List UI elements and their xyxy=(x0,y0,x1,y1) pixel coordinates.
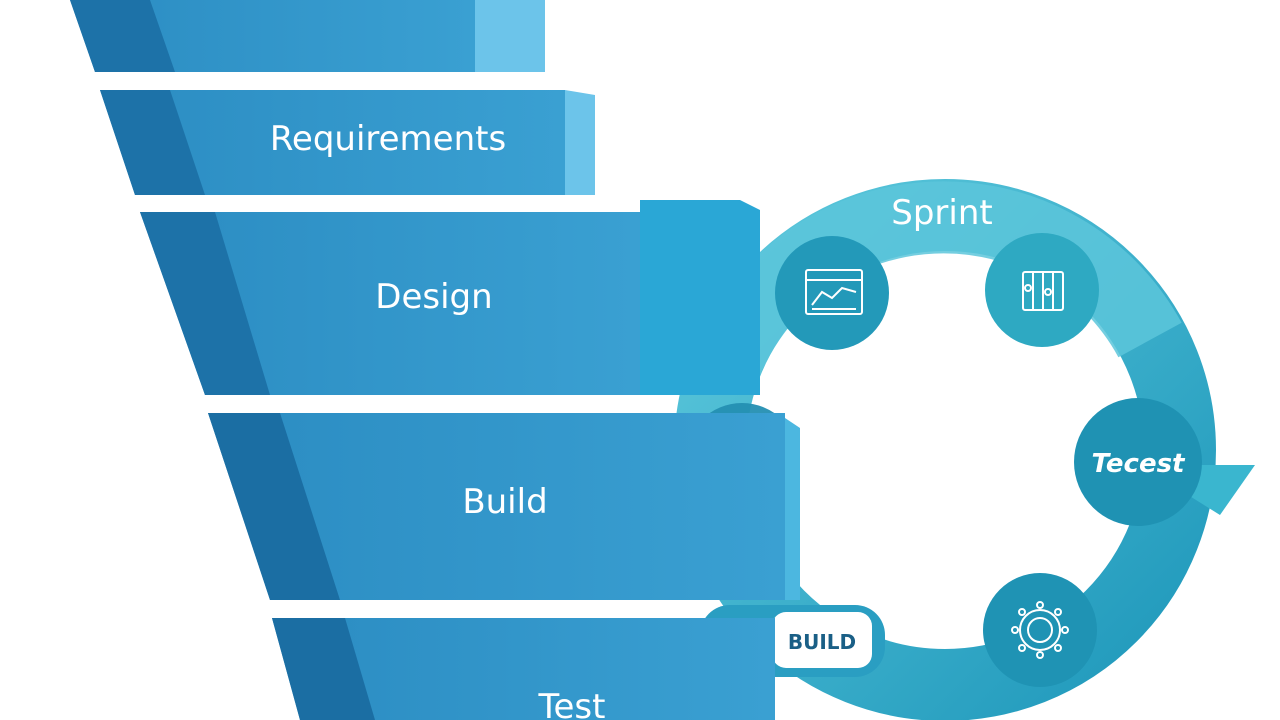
waterfall: Requirements Design Build BUILD Test xyxy=(70,0,885,720)
step-label-design: Design xyxy=(375,277,492,317)
step-label-requirements: Requirements xyxy=(270,119,506,159)
step-label-test: Test xyxy=(538,687,606,720)
team-board-icon xyxy=(1022,271,1064,311)
gear-network-icon xyxy=(1011,601,1069,659)
chart-board-icon xyxy=(805,269,863,315)
cycle-node-test: Tecest xyxy=(1074,398,1202,526)
waterfall-step-requirements: Requirements xyxy=(100,90,595,195)
test-node-label: Tecest xyxy=(1092,449,1187,479)
cycle-node-chart xyxy=(775,236,889,350)
cycle-node-gear xyxy=(983,573,1097,687)
agile-cycle: Sprint Teces xyxy=(615,179,1255,720)
waterfall-step-test: Test xyxy=(272,618,775,720)
cycle-node-team xyxy=(985,233,1099,347)
step-label-build: Build xyxy=(462,482,547,522)
sprint-label: Sprint xyxy=(891,193,992,233)
waterfall-step-build: Build xyxy=(208,413,800,600)
waterfall-step-plan xyxy=(70,0,545,72)
build-node-label: BUILD xyxy=(788,630,856,654)
waterfall-step-design: Design xyxy=(140,200,760,395)
